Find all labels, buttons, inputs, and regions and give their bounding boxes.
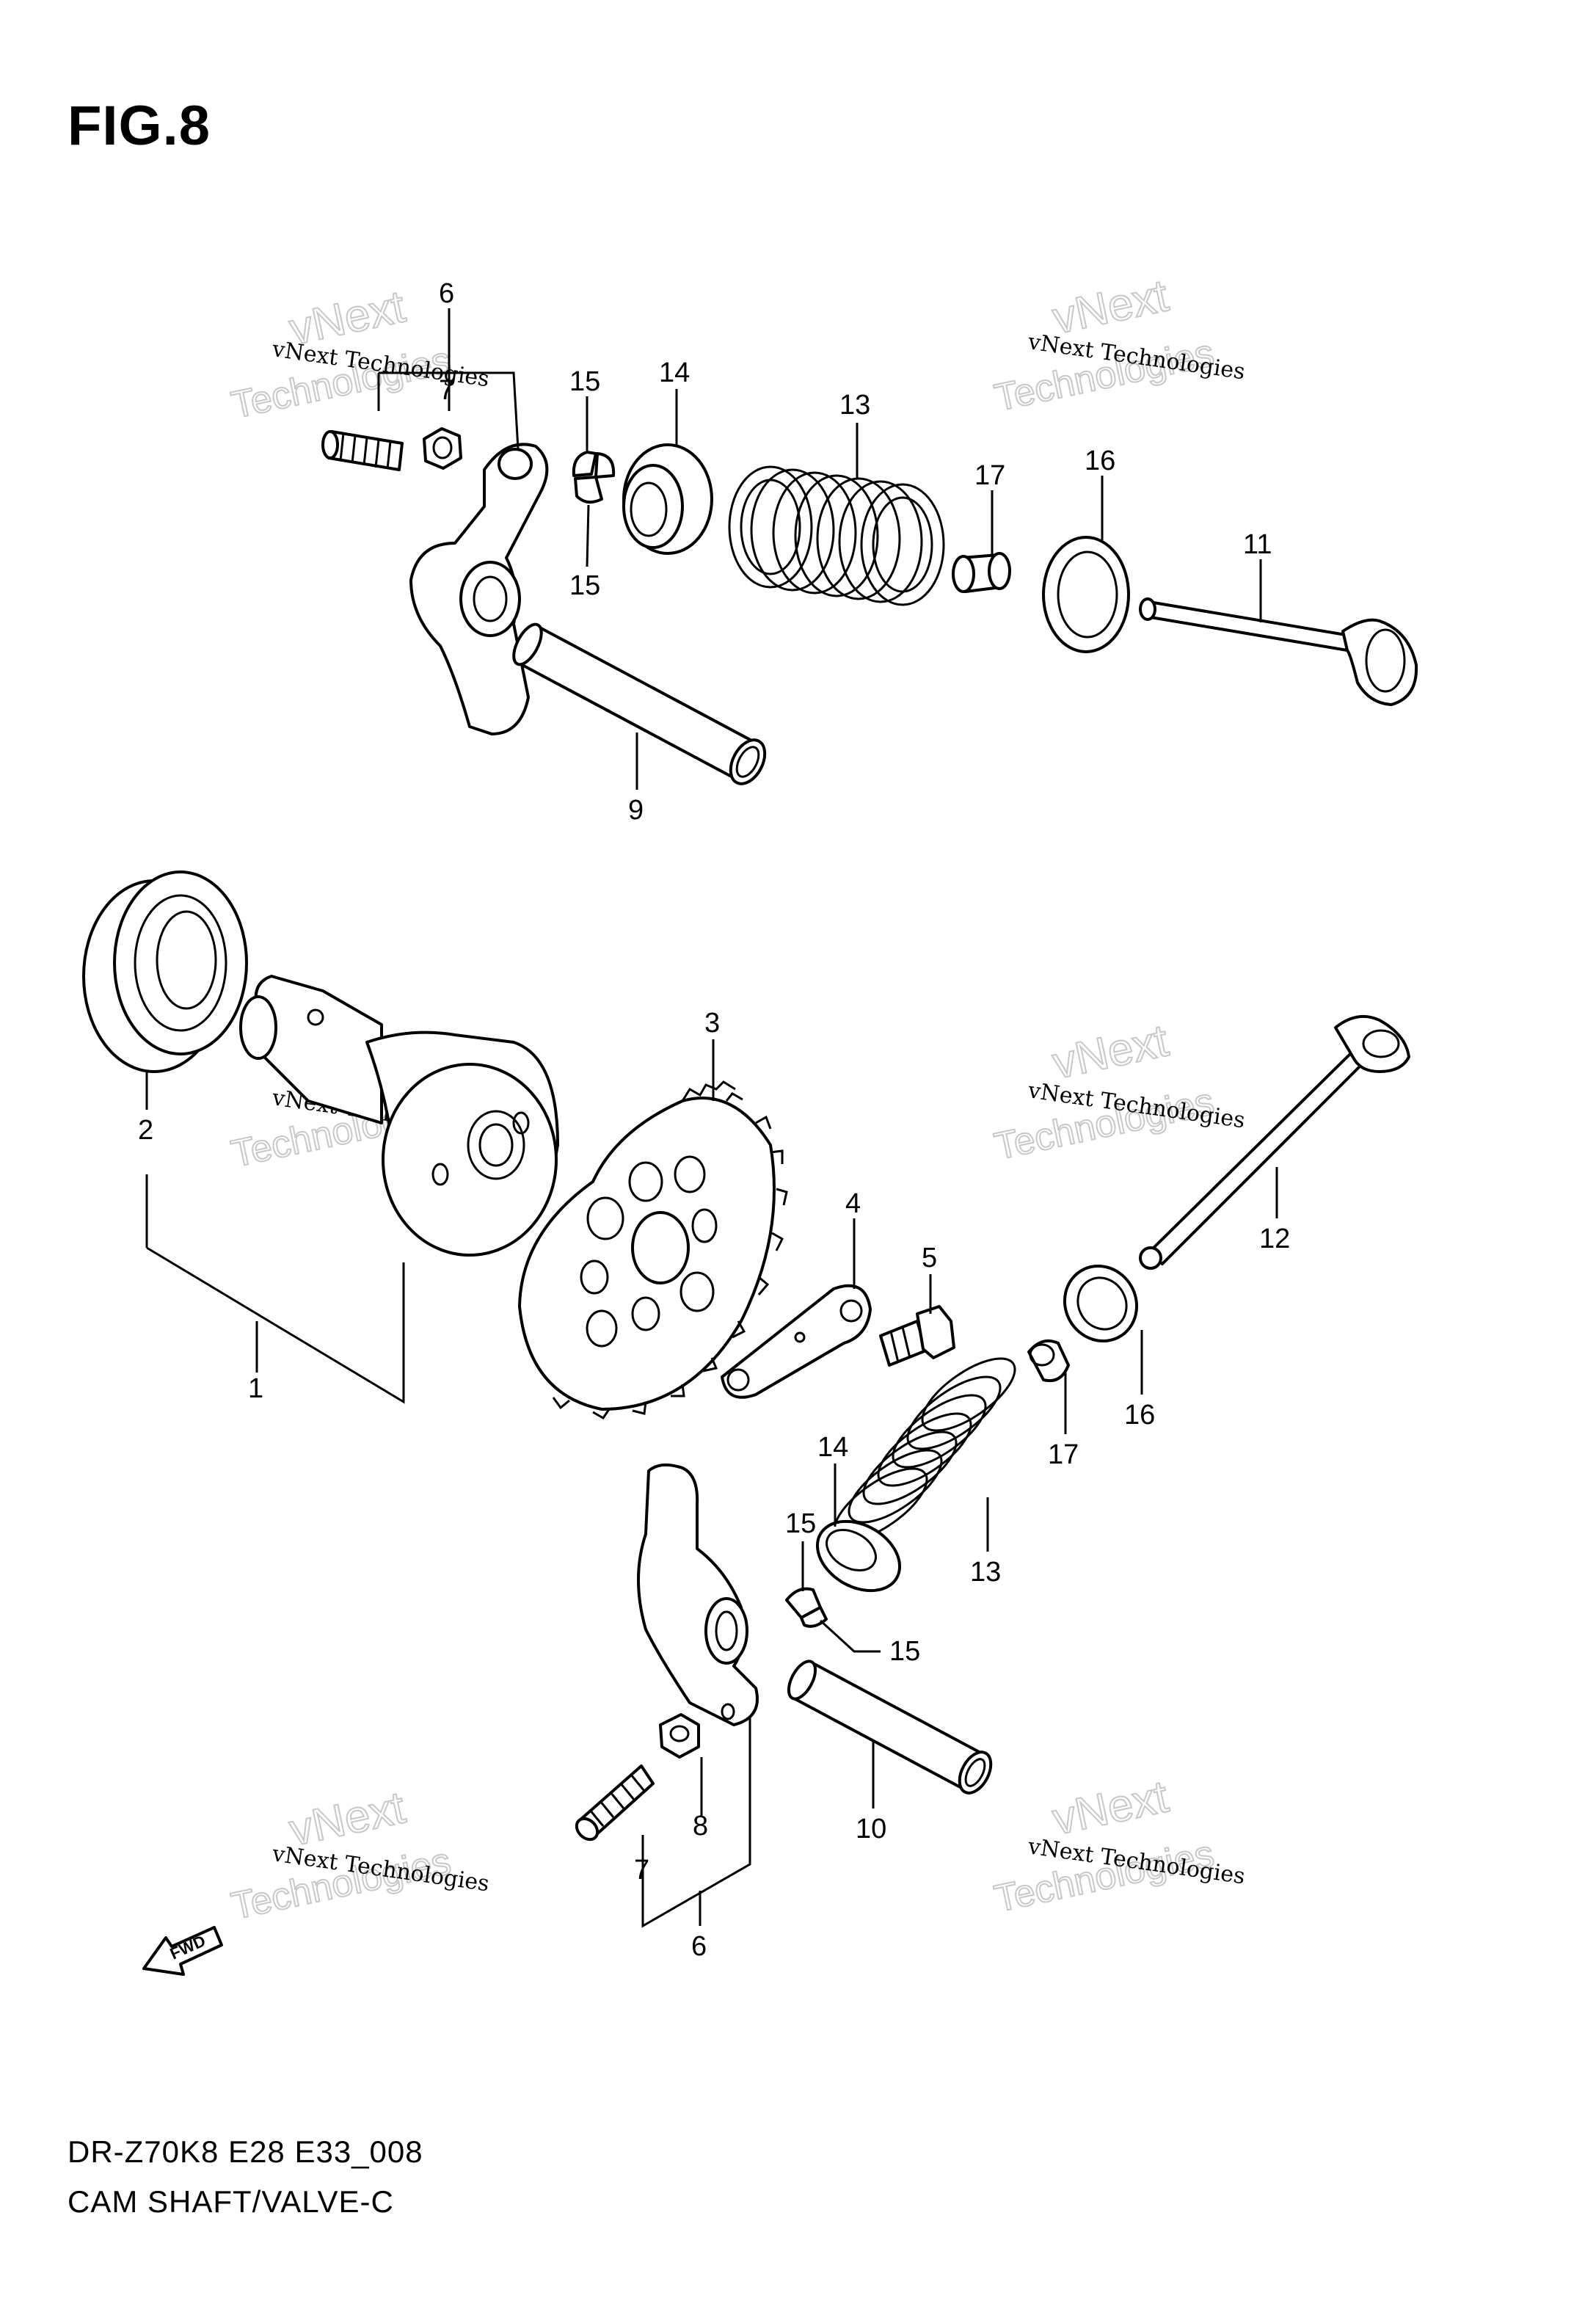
callout-3: 3	[704, 1008, 720, 1039]
adjuster-screw-bottom	[575, 1764, 655, 1842]
callout-15-bottom-b: 15	[889, 1636, 920, 1667]
camshaft	[239, 975, 559, 1257]
stem-seal-top	[952, 552, 1011, 593]
cam-sprocket	[518, 1080, 788, 1419]
figure-label: FIG.8	[68, 95, 211, 157]
watermark-text: vNext	[1049, 1771, 1173, 1844]
callout-15-top-b: 15	[569, 570, 600, 601]
lock-nut-bottom	[659, 1713, 700, 1759]
exhaust-valve	[1139, 1014, 1410, 1270]
forward-direction-arrow: FWD	[142, 1926, 223, 1976]
spring-retainer-bottom	[815, 1519, 902, 1593]
callout-13-top: 13	[839, 390, 870, 421]
watermark-bottom-right: vNext Technologies vNext Technologies	[990, 1770, 1246, 1921]
callout-7-bottom: 7	[634, 1855, 649, 1886]
callout-13-bottom: 13	[970, 1557, 1001, 1588]
valve-spring-bottom	[833, 1357, 1016, 1542]
diagram-title: CAM SHAFT/VALVE-C	[68, 2184, 394, 2219]
valve-cotter-top	[572, 451, 616, 504]
callout-15-bottom-a: 15	[785, 1508, 816, 1539]
watermark-top-right: vNext Technologies vNext Technologies	[990, 269, 1246, 420]
leader-lines	[145, 308, 1278, 1928]
lock-nut-top	[423, 427, 462, 470]
sprocket-retainer-plate	[721, 1284, 872, 1399]
spring-retainer-top	[622, 443, 713, 555]
watermark-bottom-left: vNext Technologies vNext Technologies	[227, 1781, 490, 1928]
callout-10: 10	[856, 1814, 886, 1844]
callout-4: 4	[845, 1188, 861, 1219]
sprocket-bolt	[879, 1305, 955, 1367]
callout-1: 1	[248, 1373, 263, 1404]
callout-16-top: 16	[1085, 446, 1115, 476]
callout-9: 9	[628, 795, 644, 826]
watermark-text: vNext	[1049, 270, 1173, 343]
callout-14-bottom: 14	[817, 1432, 848, 1463]
callout-6-bottom: 6	[691, 1931, 707, 1962]
callout-15-top-a: 15	[569, 366, 600, 397]
watermark-mid-right: vNext Technologies vNext Technologies	[990, 1014, 1246, 1168]
watermark-text: vNext	[1049, 1015, 1173, 1088]
rocker-shaft-bottom	[787, 1660, 993, 1795]
adjuster-screw-top	[321, 430, 404, 471]
callout-5: 5	[922, 1243, 937, 1273]
spring-seat-washer-bottom	[1063, 1264, 1139, 1343]
spring-seat-washer-top	[1042, 536, 1130, 653]
rocker-shaft-top	[512, 622, 767, 785]
callout-6-top: 6	[439, 278, 454, 309]
callout-17-bottom: 17	[1048, 1439, 1079, 1470]
rocker-arm-top	[409, 443, 549, 735]
callout-16-bottom: 16	[1124, 1400, 1155, 1431]
model-code: DR-Z70K8 E28 E33_008	[68, 2134, 423, 2169]
callout-2: 2	[138, 1115, 153, 1146]
callout-8-bottom: 8	[693, 1811, 708, 1842]
rocker-arm-bottom	[637, 1463, 759, 1726]
callout-numbers: 6 7 15 15 14 13 17 16 11 9 2 3 4 5 12 1 …	[138, 278, 1290, 1962]
callout-14-top: 14	[659, 357, 690, 388]
stem-seal-bottom	[1027, 1339, 1070, 1382]
callout-12: 12	[1259, 1224, 1290, 1254]
callout-11: 11	[1243, 529, 1272, 560]
camshaft-bearing	[82, 870, 248, 1073]
valve-spring-top	[728, 465, 945, 606]
callout-7-top: 7	[439, 375, 454, 406]
intake-valve	[1139, 597, 1418, 706]
callout-17-top: 17	[974, 460, 1005, 491]
